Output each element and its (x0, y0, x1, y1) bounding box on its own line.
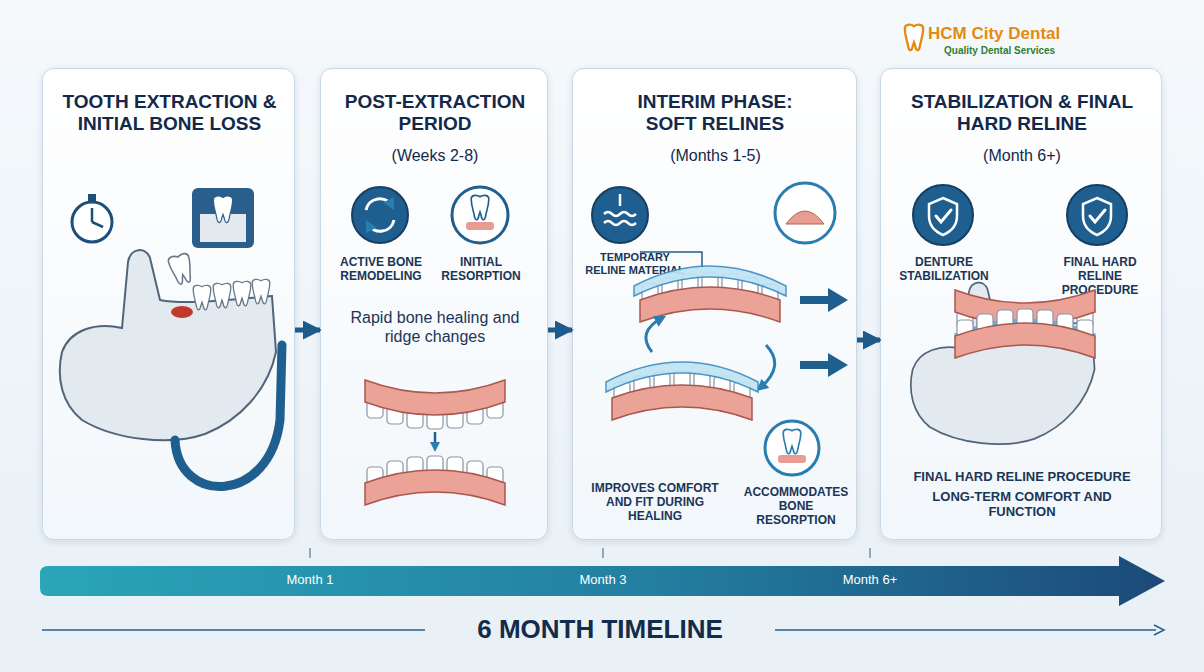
lower-denture (955, 309, 1095, 358)
flow-arrow (295, 328, 320, 333)
icon-label: DENTURE STABILIZATION (889, 255, 999, 283)
upper-denture (955, 290, 1095, 339)
phase-panel: TOOTH EXTRACTION & INITIAL BONE LOSS (42, 68, 295, 540)
phase-period: (Months 1-5) (581, 147, 850, 166)
tick-mark (309, 548, 311, 558)
stopwatch-icon (72, 202, 112, 242)
result-label: LONG-TERM COMFORT AND FUNCTION (927, 489, 1117, 520)
timeline-rule-head (1154, 625, 1164, 635)
month-label: Month 6+ (830, 572, 910, 587)
remodel-arrow (368, 220, 394, 231)
bone-area (200, 214, 246, 242)
phase-period: (Month 6+) (889, 147, 1155, 166)
bone-icon (192, 188, 254, 248)
wave-line (604, 212, 636, 216)
down-arrow (434, 432, 437, 448)
phase-panel: POST-EXTRACTION PERIOD (Weeks 2-8) ACTIVE … (320, 68, 548, 540)
logo-tooth (905, 25, 923, 51)
lower-denture (365, 456, 505, 505)
reline-tray (634, 266, 786, 296)
upper-denture (640, 273, 780, 322)
hard-reline-layer (955, 321, 1095, 336)
icon-label: ACTIVE BONE REMODELING (329, 255, 433, 283)
icon-label: INITIAL RESORPTION (431, 255, 531, 283)
stopwatch-button (88, 194, 96, 201)
tick-mark (869, 548, 871, 558)
shield-icon (913, 185, 973, 245)
phase-title: TOOTH EXTRACTION & INITIAL BONE LOSS (51, 91, 288, 136)
upper-denture (365, 380, 505, 429)
phase-panel: INTERIM PHASE: SOFT RELINES (Months 1-5) T… (572, 68, 857, 540)
flow-curve (175, 345, 282, 487)
tooth-icon (471, 195, 489, 219)
tooth-icon (213, 196, 232, 223)
tooth (233, 281, 251, 305)
flow-arrow (857, 338, 880, 343)
tooth (213, 283, 231, 307)
phase-note: Rapid bone healing and ridge changes (331, 309, 539, 347)
icon-label: IMPROVES COMFORT AND FIT DURING HEALING (579, 481, 731, 523)
tooth-icon (783, 429, 801, 453)
lower-denture (612, 371, 752, 420)
icon-circle (352, 187, 408, 243)
jaw-bone (911, 283, 1095, 445)
extracted-tooth (167, 253, 195, 286)
reline-tray (606, 362, 758, 392)
tooth (193, 285, 211, 309)
stopwatch-hand (92, 222, 103, 227)
callout-label: TEMPORARY RELINE MATERIAL (579, 251, 691, 277)
month-label: Month 3 (563, 572, 643, 587)
timeline-rule (42, 629, 425, 631)
icon-circle (765, 421, 819, 475)
right-arrow (800, 288, 848, 312)
cycle-arrow (646, 318, 662, 352)
timeline-arrow (40, 556, 1165, 606)
wave-line (604, 221, 636, 225)
phase-title: STABILIZATION & FINAL HARD RELINE (902, 91, 1142, 136)
extraction-socket (171, 306, 193, 318)
icon-label: FINAL HARD RELINE PROCEDURE (1045, 255, 1155, 297)
logo-tagline: Quality Dental Services (944, 45, 1144, 57)
tick-mark (602, 548, 604, 558)
timeline-bar: Month 1 Month 3 Month 6+ (40, 556, 1165, 606)
tooth (252, 279, 270, 303)
down-arrow (619, 194, 622, 206)
icon-circle (775, 183, 835, 243)
cycle-arrow (760, 345, 775, 388)
stopwatch-hand (91, 208, 94, 222)
remodel-arrow (366, 199, 392, 210)
gum-icon (786, 211, 824, 224)
result-label: FINAL HARD RELINE PROCEDURE (891, 469, 1153, 484)
logo-name: HCM City Dental (928, 24, 1168, 44)
flow-arrow (548, 328, 572, 333)
icon-label: ACCOMMODATES BONE RESORPTION (739, 485, 853, 527)
shield-icon (1067, 185, 1127, 245)
phase-title: POST-EXTRACTION PERIOD (327, 91, 543, 136)
timeline-rule (775, 629, 1156, 631)
phase-period: (Weeks 2-8) (327, 147, 543, 166)
gum-icon (466, 222, 494, 230)
month-label: Month 1 (270, 572, 350, 587)
phase-panel: STABILIZATION & FINAL HARD RELINE (Month … (880, 68, 1162, 540)
icon-circle (452, 187, 508, 243)
gum-icon (778, 455, 806, 463)
jaw-bone (60, 250, 276, 440)
right-arrow (800, 353, 848, 377)
phase-title: INTERIM PHASE: SOFT RELINES (615, 91, 815, 136)
icon-circle (592, 187, 648, 243)
leader-line (640, 252, 702, 268)
timeline-caption: 6 MONTH TIMELINE (420, 614, 780, 645)
